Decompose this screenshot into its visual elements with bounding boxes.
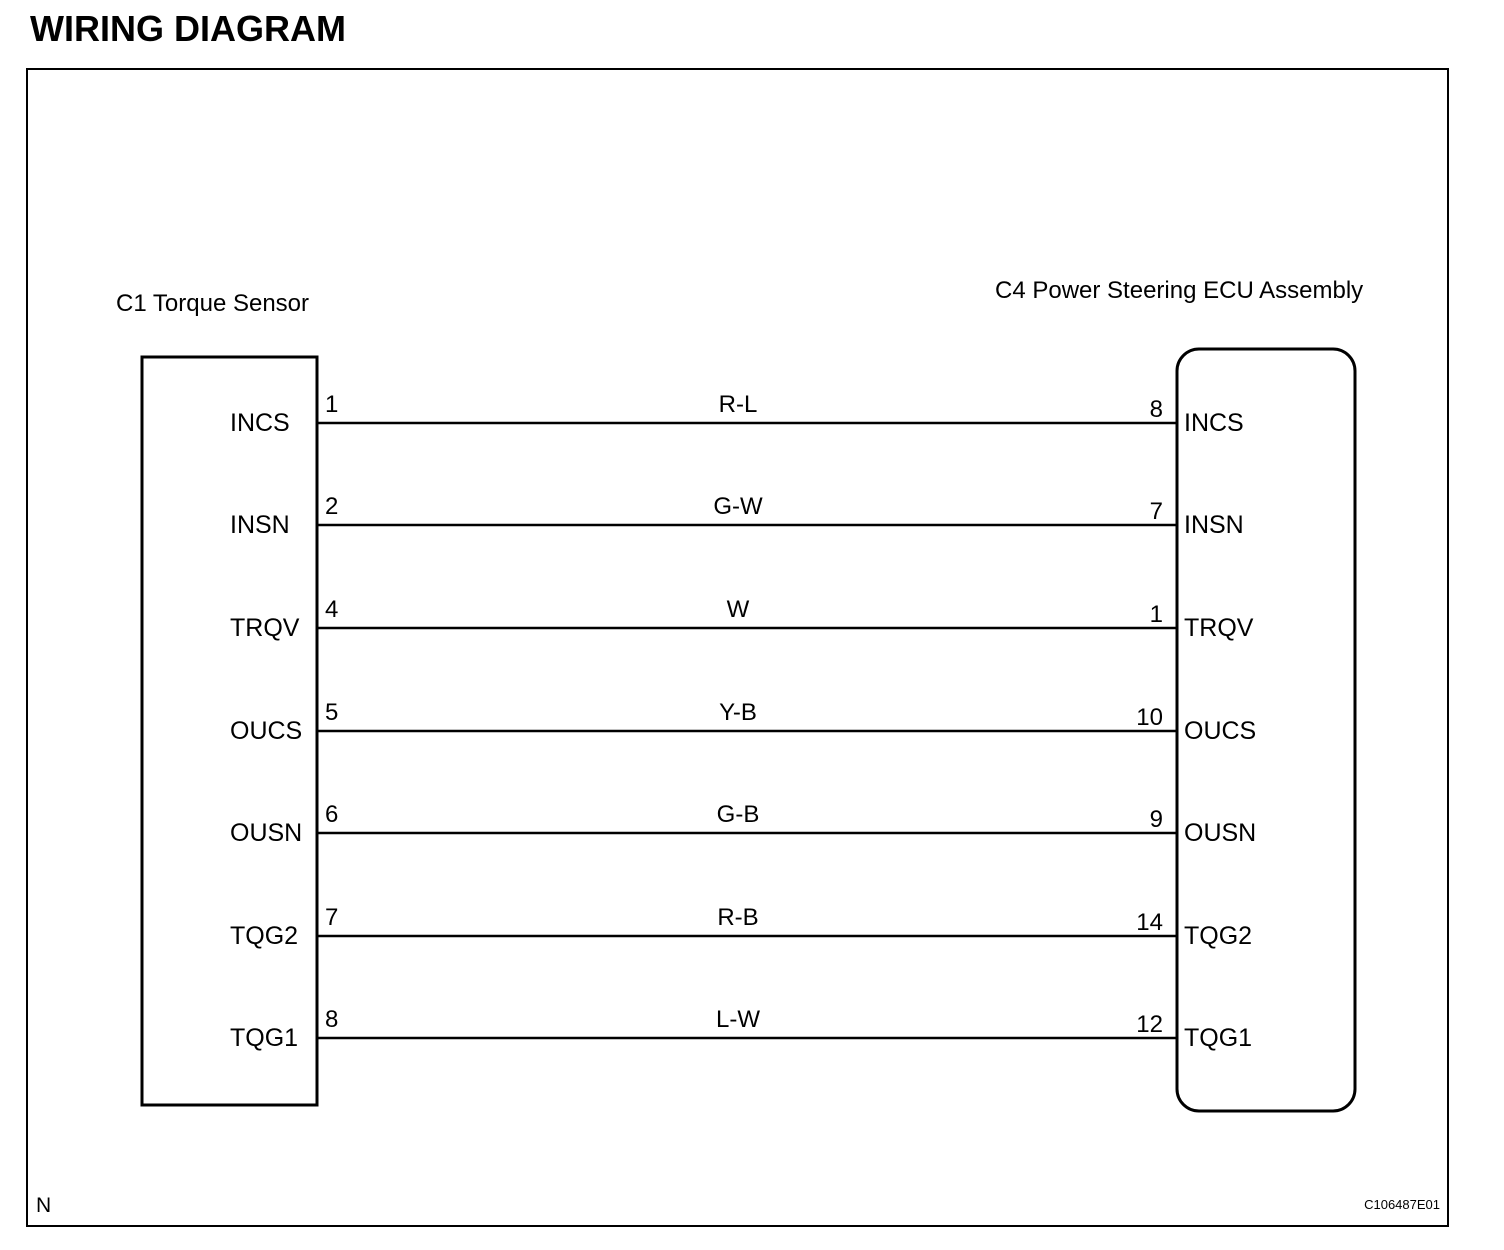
right-signal-label: TQG2 <box>1184 922 1252 950</box>
wire-row: TQG2 7 R-B 14 TQG2 <box>230 904 1252 950</box>
wire-row: INSN 2 G-W 7 INSN <box>230 493 1244 539</box>
right-pin-number: 10 <box>1136 704 1163 731</box>
wire-color-label: W <box>727 596 750 623</box>
wire-row: TQG1 8 L-W 12 TQG1 <box>230 1006 1252 1052</box>
right-signal-label: INSN <box>1184 511 1244 539</box>
torque-sensor-label: C1 Torque Sensor <box>116 290 309 317</box>
figure-code: C106487E01 <box>1364 1197 1440 1212</box>
right-pin-number: 8 <box>1150 396 1163 423</box>
right-signal-label: OUSN <box>1184 819 1256 847</box>
wire-row: OUCS 5 Y-B 10 OUCS <box>230 699 1256 745</box>
left-signal-label: INSN <box>230 511 290 539</box>
left-pin-number: 5 <box>325 699 338 726</box>
wire-color-label: R-L <box>719 391 758 418</box>
right-pin-number: 7 <box>1150 498 1163 525</box>
left-signal-label: TRQV <box>230 614 300 642</box>
wire-color-label: G-W <box>713 493 763 520</box>
left-pin-number: 4 <box>325 596 338 623</box>
right-signal-label: TQG1 <box>1184 1024 1252 1052</box>
left-pin-number: 2 <box>325 493 338 520</box>
wire-color-label: G-B <box>717 801 760 828</box>
left-signal-label: TQG2 <box>230 922 298 950</box>
left-signal-label: TQG1 <box>230 1024 298 1052</box>
left-signal-label: OUCS <box>230 717 302 745</box>
wire-color-label: L-W <box>716 1006 760 1033</box>
wire-color-label: Y-B <box>719 699 757 726</box>
right-signal-label: OUCS <box>1184 717 1256 745</box>
right-pin-number: 14 <box>1136 909 1163 936</box>
right-pin-number: 9 <box>1150 806 1163 833</box>
left-pin-number: 8 <box>325 1006 338 1033</box>
left-signal-label: OUSN <box>230 819 302 847</box>
page-title: WIRING DIAGRAM <box>30 8 346 49</box>
right-pin-number: 12 <box>1136 1011 1163 1038</box>
wire-row: OUSN 6 G-B 9 OUSN <box>230 801 1256 847</box>
left-signal-label: INCS <box>230 409 290 437</box>
left-pin-number: 6 <box>325 801 338 828</box>
diagram-frame <box>26 68 1449 1227</box>
wire-row: TRQV 4 W 1 TRQV <box>230 596 1254 642</box>
ecu-assembly-label: C4 Power Steering ECU Assembly <box>995 277 1363 304</box>
left-pin-number: 7 <box>325 904 338 931</box>
right-signal-label: INCS <box>1184 409 1244 437</box>
left-pin-number: 1 <box>325 391 338 418</box>
wire-row: INCS 1 R-L 8 INCS <box>230 391 1244 437</box>
corner-mark: N <box>36 1194 51 1217</box>
wire-color-label: R-B <box>717 904 758 931</box>
right-signal-label: TRQV <box>1184 614 1254 642</box>
right-pin-number: 1 <box>1150 601 1163 628</box>
